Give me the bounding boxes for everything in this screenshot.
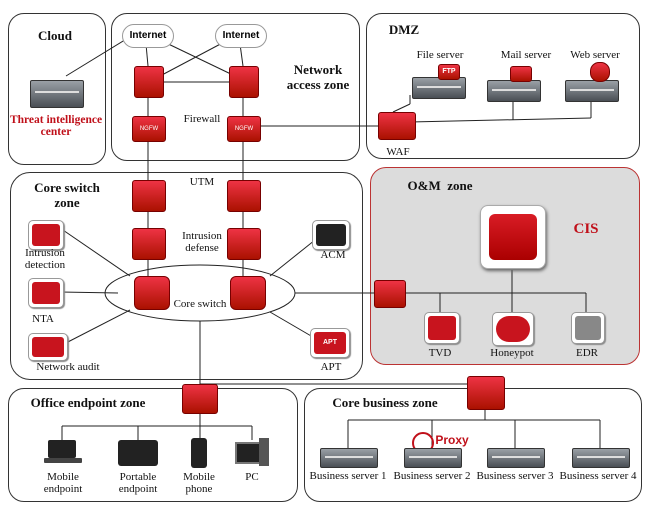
honeypot-icon: [492, 312, 534, 346]
om-zone-title: O&M zone: [407, 178, 473, 193]
utm-label: UTM: [189, 176, 215, 188]
proxy-label: Proxy: [435, 433, 469, 447]
network-access-zone-title: Network access zone: [286, 62, 350, 92]
office-gateway-icon: [182, 384, 218, 414]
business-server-2-icon: [404, 448, 462, 468]
nta-label: NTA: [32, 313, 54, 325]
apt-label: APT: [320, 361, 342, 373]
edr-label: EDR: [576, 347, 598, 359]
intrusion-detection-label: Intrusion detection: [24, 247, 66, 271]
mobile-phone-label: Mobile phone: [183, 471, 215, 495]
mail-badge-icon: [510, 66, 532, 82]
internet-1-label: Internet: [129, 30, 167, 41]
utm-1-icon: [132, 180, 166, 212]
edr-icon: [571, 312, 605, 344]
internet-cloud-1-icon: Internet: [122, 24, 174, 48]
firewall-1-tag: NGFW: [139, 126, 159, 132]
threat-intel-label: Threat intelligence center: [9, 114, 103, 138]
tvd-icon: [424, 312, 460, 344]
mobile-endpoint-label: Mobile endpoint: [43, 471, 83, 495]
business-server-4-icon: [572, 448, 630, 468]
acm-label: ACM: [320, 249, 346, 261]
nta-icon: [28, 278, 64, 308]
laptop-icon: [44, 440, 82, 464]
core-switch-1-icon: [134, 276, 170, 310]
portable-endpoint-label: Portable endpoint: [118, 471, 158, 495]
web-badge-icon: [590, 62, 610, 82]
intrusion-defense-1-icon: [132, 228, 166, 260]
business-server-1-label: Business server 1: [309, 470, 387, 482]
mail-server-icon: [487, 80, 541, 102]
tvd-label: TVD: [428, 347, 452, 359]
business-server-3-icon: [487, 448, 545, 468]
mobile-phone-icon: [191, 438, 207, 468]
network-audit-label: Network audit: [36, 361, 100, 373]
apt-tag: APT: [323, 339, 337, 346]
core-switch-zone: [10, 172, 363, 380]
office-endpoint-zone-title: Office endpoint zone: [30, 395, 146, 410]
core-business-zone-title: Core business zone: [332, 395, 438, 410]
router-2-icon: [229, 66, 259, 98]
internet-2-label: Internet: [222, 30, 260, 41]
utm-2-icon: [227, 180, 261, 212]
core-switch-2-icon: [230, 276, 266, 310]
waf-label: WAF: [386, 146, 410, 158]
firewall-label: Firewall: [183, 113, 221, 125]
business-gateway-icon: [467, 376, 505, 410]
mail-server-label: Mail server: [500, 49, 552, 61]
business-server-4-label: Business server 4: [559, 470, 637, 482]
business-server-3-label: Business server 3: [476, 470, 554, 482]
core-switch-label: Core switch: [173, 298, 227, 310]
file-server-label: File server: [416, 49, 464, 61]
honeypot-label: Honeypot: [490, 347, 534, 359]
threat-intel-server-icon: [30, 80, 84, 108]
intrusion-defense-label: Intrusion defense: [182, 230, 222, 254]
cis-icon: [480, 205, 546, 269]
business-server-1-icon: [320, 448, 378, 468]
core-switch-zone-title: Core switch zone: [34, 180, 100, 210]
ftp-tag: FTP: [442, 68, 456, 75]
internet-cloud-2-icon: Internet: [215, 24, 267, 48]
firewall-2-icon: NGFW: [227, 116, 261, 142]
web-server-icon: [565, 80, 619, 102]
dmz-zone-title: DMZ: [388, 22, 420, 37]
business-server-2-label: Business server 2: [393, 470, 471, 482]
apt-icon: APT: [310, 328, 350, 358]
tablet-icon: [118, 440, 158, 466]
pc-icon: [235, 438, 271, 468]
pc-label: PC: [245, 471, 259, 483]
acm-icon: [312, 220, 350, 250]
firewall-1-icon: NGFW: [132, 116, 166, 142]
om-gateway-icon: [374, 280, 406, 308]
router-1-icon: [134, 66, 164, 98]
cloud-zone-title: Cloud: [38, 28, 72, 43]
ftp-badge-icon: FTP: [438, 64, 460, 80]
intrusion-defense-2-icon: [227, 228, 261, 260]
cis-label: CIS: [573, 221, 599, 237]
network-audit-icon: [28, 333, 68, 361]
web-server-label: Web server: [570, 49, 620, 61]
file-server-icon: [412, 77, 466, 99]
waf-icon: [378, 112, 416, 140]
firewall-2-tag: NGFW: [234, 126, 254, 132]
intrusion-detection-icon: [28, 220, 64, 250]
